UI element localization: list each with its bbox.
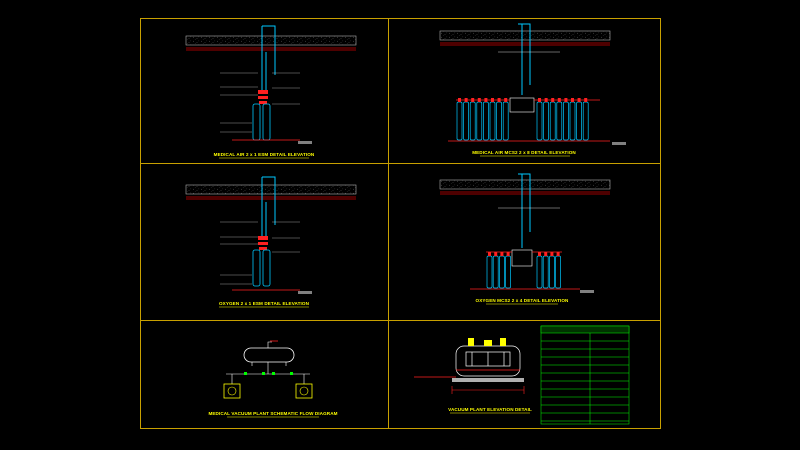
cylinder-valve [577, 98, 581, 102]
gas-cylinder [582, 101, 589, 141]
gas-cylinder [543, 101, 549, 141]
gas-cylinder [456, 101, 463, 141]
gas-cylinder [476, 101, 483, 141]
pipework [261, 176, 276, 237]
gas-cylinder [555, 255, 561, 289]
vacuum-receiver [243, 347, 295, 363]
cylinder-valve [538, 252, 541, 256]
cylinder-valve [544, 252, 548, 256]
gas-cylinders [252, 103, 271, 141]
cylinder-valve [564, 98, 568, 102]
valve-cluster [258, 90, 268, 104]
cylinder-valve [556, 252, 560, 256]
cylinder-valve [477, 98, 481, 102]
gas-cylinder [556, 101, 563, 141]
gas-cylinder [492, 255, 499, 289]
pipework [261, 25, 276, 92]
cylinder-valve [550, 252, 554, 256]
pipework [498, 23, 560, 95]
gas-cylinder [496, 101, 502, 141]
cylinder-valve [494, 252, 498, 256]
vacuum-pump [295, 383, 313, 399]
cylinder-valve [464, 98, 468, 102]
cylinder-valve [471, 98, 475, 102]
cylinder-valve [506, 252, 510, 256]
cylinder-valve [500, 252, 504, 256]
cylinder-valve [544, 98, 548, 102]
cylinder-valve [557, 98, 561, 102]
panel-medical-air-mcs2: MEDICAL AIR MCS2 2 x 8 DETAIL ELEVATION [439, 23, 626, 157]
gas-cylinder [549, 255, 555, 289]
panel-vacuum-schematic: MEDICAL VACUUM PLANT SCHEMATIC FLOW DIAG… [208, 340, 338, 418]
panel-vacuum-elevation: VACUUM PLANT ELEVATION DETAIL [414, 325, 630, 425]
panel-caption: OXYGEN 2 x 1 ESM DETAIL ELEVATION [219, 301, 310, 306]
gas-cylinders [486, 252, 561, 289]
schedule-table [540, 325, 630, 425]
cylinder-valve [458, 98, 461, 102]
gas-cylinder [502, 101, 509, 141]
panel-caption: MEDICAL AIR 2 x 1 ESM DETAIL ELEVATION [214, 152, 315, 157]
cylinder-valve [584, 98, 588, 102]
ceiling-slab [185, 35, 357, 46]
vacuum-plant-unit [455, 345, 521, 377]
gas-cylinder [536, 255, 543, 289]
cylinder-valve [484, 98, 488, 102]
vacuum-pump [223, 383, 241, 399]
gas-cylinder [576, 101, 582, 141]
gas-cylinder [483, 101, 489, 141]
panel-caption: VACUUM PLANT ELEVATION DETAIL [448, 407, 532, 412]
cylinder-valve [491, 98, 494, 102]
cylinder-valve [571, 98, 574, 102]
gas-cylinder [563, 101, 569, 141]
gas-cylinders [252, 249, 271, 287]
gas-cylinder [542, 255, 549, 289]
gas-cylinder [536, 101, 543, 141]
gas-cylinders [456, 98, 589, 141]
gas-cylinder [505, 255, 511, 289]
cylinder-valve [488, 252, 491, 256]
panel-caption: MEDICAL VACUUM PLANT SCHEMATIC FLOW DIAG… [208, 411, 337, 416]
gas-cylinder [486, 255, 493, 289]
cylinder-valve [504, 98, 508, 102]
ceiling-slab [439, 179, 611, 190]
gas-cylinder [499, 255, 505, 289]
ceiling-slab [185, 184, 357, 195]
panel-caption: OXYGEN MCS2 2 x 4 DETAIL ELEVATION [476, 298, 569, 303]
cylinder-valve [497, 98, 501, 102]
gas-cylinder [469, 101, 476, 141]
gas-cylinder [549, 101, 556, 141]
cylinder-valve [551, 98, 555, 102]
sheet-border [140, 18, 661, 429]
panel-oxygen-mcs2: OXYGEN MCS2 2 x 4 DETAIL ELEVATION [439, 173, 611, 305]
ceiling-slab [439, 30, 611, 41]
gas-cylinder [569, 101, 576, 141]
panel-medical-air-esm: MEDICAL AIR 2 x 1 ESM DETAIL ELEVATION [185, 25, 357, 159]
panel-caption: MEDICAL AIR MCS2 2 x 8 DETAIL ELEVATION [472, 150, 576, 155]
cylinder-valve [538, 98, 541, 102]
pipework [498, 173, 560, 248]
panel-oxygen-esm: OXYGEN 2 x 1 ESM DETAIL ELEVATION [185, 176, 357, 308]
gas-cylinder [463, 101, 469, 141]
valve-cluster [258, 236, 268, 250]
gas-cylinder [489, 101, 496, 141]
